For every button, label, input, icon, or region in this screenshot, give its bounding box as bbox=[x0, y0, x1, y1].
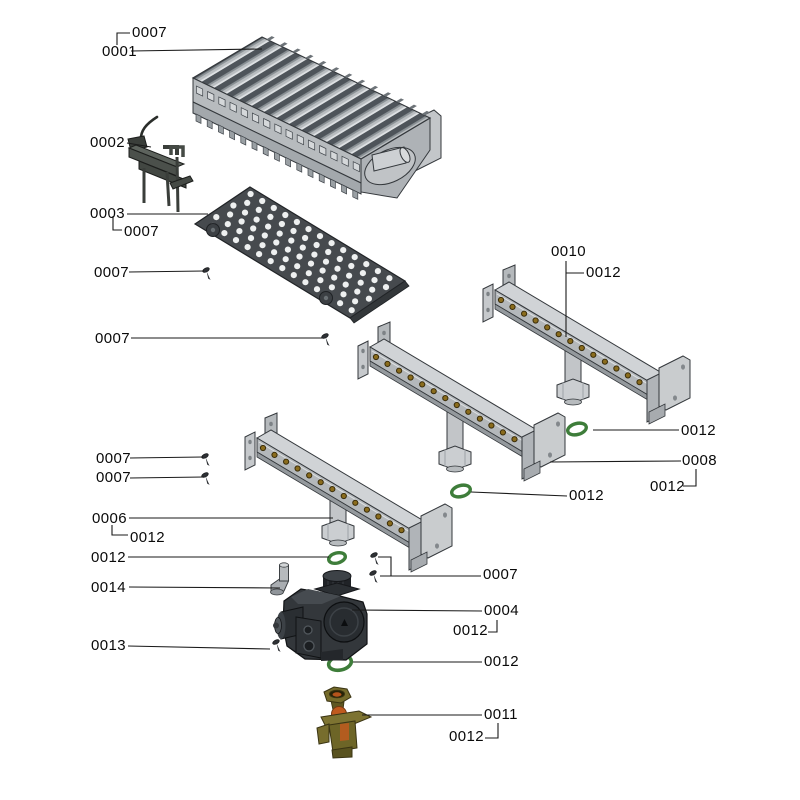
manifold-pipes bbox=[321, 344, 590, 547]
leader-0004 bbox=[351, 609, 483, 612]
part-manifold-rail-top bbox=[482, 264, 691, 425]
callout-0011: 0011 bbox=[484, 706, 518, 723]
leader-0013 bbox=[127, 645, 271, 650]
callout-0006: 0006 bbox=[92, 510, 127, 527]
part-screw-2 bbox=[320, 332, 331, 347]
leader-0007-g1 bbox=[378, 556, 392, 576]
leader-0012-e bbox=[683, 469, 697, 487]
part-o-ring-middle bbox=[450, 483, 472, 499]
leader-lines bbox=[111, 32, 697, 739]
leader-0007-top bbox=[116, 32, 130, 45]
callout-0012: 0012 bbox=[586, 264, 621, 281]
callout-0003: 0003 bbox=[90, 205, 125, 222]
part-screw-6 bbox=[368, 569, 379, 584]
part-screw-7 bbox=[271, 638, 282, 653]
part-elbow-pipe bbox=[270, 562, 290, 596]
callout-0013: 0013 bbox=[91, 637, 126, 654]
leader-0008 bbox=[549, 460, 682, 463]
leader-0007-b bbox=[112, 216, 122, 231]
callout-0007: 0007 bbox=[124, 223, 159, 240]
callout-0002: 0002 bbox=[90, 134, 125, 151]
part-manifold-rail-bottom bbox=[244, 412, 453, 573]
part-screw-1 bbox=[201, 266, 212, 281]
callout-0007: 0007 bbox=[95, 330, 130, 347]
leader-0014 bbox=[128, 586, 281, 589]
part-o-ring-top bbox=[566, 421, 588, 437]
leader-0012-g bbox=[488, 620, 498, 633]
part-main-burner-assembly bbox=[191, 36, 442, 200]
part-gas-valve bbox=[273, 570, 368, 661]
part-o-ring-bottom bbox=[326, 550, 348, 566]
part-burner-plate bbox=[193, 186, 410, 324]
leader-0012-a bbox=[111, 525, 128, 536]
callout-0007: 0007 bbox=[483, 566, 518, 583]
part-screw-4 bbox=[200, 471, 211, 486]
callout-0007: 0007 bbox=[94, 264, 129, 281]
callout-0012: 0012 bbox=[130, 529, 165, 546]
leader-0002 bbox=[126, 142, 152, 148]
callout-0010: 0010 bbox=[551, 243, 586, 260]
part-gas-inlet-fitting bbox=[316, 686, 373, 759]
callout-0012: 0012 bbox=[484, 653, 519, 670]
callout-0012: 0012 bbox=[569, 487, 604, 504]
leader-0007-f bbox=[129, 476, 205, 479]
leader-0012-i bbox=[485, 723, 499, 739]
callout-0004: 0004 bbox=[484, 602, 519, 619]
callout-0007: 0007 bbox=[96, 450, 131, 467]
callout-0008: 0008 bbox=[682, 452, 717, 469]
callout-0001: 0001 bbox=[102, 43, 137, 60]
callout-0012: 0012 bbox=[453, 622, 488, 639]
callout-0012: 0012 bbox=[449, 728, 484, 745]
leader-0012-f bbox=[470, 491, 568, 497]
leader-0007-e bbox=[129, 456, 204, 459]
callout-0012: 0012 bbox=[650, 478, 685, 495]
callout-0012: 0012 bbox=[681, 422, 716, 439]
part-screw-5 bbox=[369, 551, 380, 566]
callout-0007: 0007 bbox=[96, 469, 131, 486]
leader-0007-c bbox=[128, 270, 205, 273]
part-screw-3 bbox=[200, 452, 211, 467]
leader-0001 bbox=[130, 48, 263, 52]
part-ignition-electrode bbox=[127, 115, 194, 213]
callout-0014: 0014 bbox=[91, 579, 126, 596]
callout-0007: 0007 bbox=[132, 24, 167, 41]
callout-0012: 0012 bbox=[91, 549, 126, 566]
